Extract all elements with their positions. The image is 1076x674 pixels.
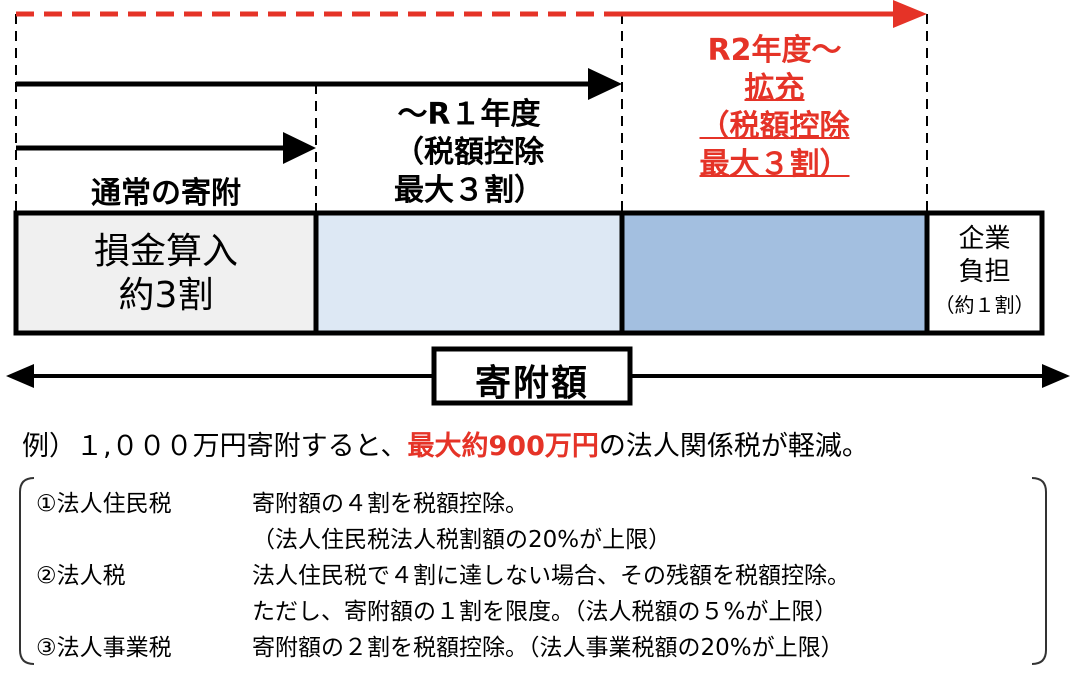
note-row-5: ③法人事業税 寄附額の２割を税額控除。（法人事業税額の20%が上限） xyxy=(36,628,844,662)
company-burden-text: 企業 負担 （約１割） xyxy=(927,223,1042,322)
company-line3: （約１割） xyxy=(934,293,1035,317)
note-row-4: ただし、寄附額の１割を限度。（法人税額の５%が上限） xyxy=(252,592,837,626)
r2-label-line3: （税額控除 xyxy=(699,109,850,144)
total-donation-label: 寄附額 xyxy=(474,363,589,404)
loss-line1: 損金算入 xyxy=(93,231,238,272)
r1-label-line2: （税額控除 xyxy=(394,135,544,170)
note-desc-4: ただし、寄附額の１割を限度。（法人税額の５%が上限） xyxy=(252,599,838,625)
r1-arrow-head xyxy=(588,68,622,100)
r2-period-label: R2年度～ 拡充 （税額控除 最大３割） xyxy=(622,32,927,184)
note-row-1: ①法人住民税 寄附額の４割を税額控除。 xyxy=(36,484,528,518)
total-arrow-head-left xyxy=(6,364,34,388)
notes-bracket-left xyxy=(19,477,35,665)
example-highlight: 最大約900万円 xyxy=(407,431,599,462)
total-label-box xyxy=(431,346,633,406)
note-desc-5: 寄附額の２割を税額控除。（法人事業税額の20%が上限） xyxy=(252,635,844,661)
normal-donation-label: 通常の寄附 xyxy=(91,176,241,211)
example-suffix: の法人関係税が軽減。 xyxy=(598,431,869,462)
note-tax-5: ③法人事業税 xyxy=(36,635,172,661)
r2-label-line4: 最大３割） xyxy=(699,147,850,182)
r1-label-line1: ～R１年度 xyxy=(397,97,541,132)
company-line2: 負担 xyxy=(958,257,1011,287)
bar-r2-cell xyxy=(619,210,930,336)
r2-label-line1: R2年度～ xyxy=(707,33,842,68)
notes-bracket-right xyxy=(1031,477,1047,665)
bar-company-cell xyxy=(924,210,1045,336)
loss-deduction-text: 損金算入 約3割 xyxy=(16,230,316,318)
r2-arrow-head xyxy=(893,0,927,28)
note-tax-1: ①法人住民税 xyxy=(36,491,172,517)
bar-r1-cell xyxy=(313,210,625,336)
example-sentence: 例）１,０００万円寄附すると、最大約900万円の法人関係税が軽減。 xyxy=(22,424,869,463)
bar-loss-cell xyxy=(13,210,319,336)
normal-arrow-head xyxy=(283,132,316,164)
note-row-3: ②法人税 法人住民税で４割に達しない場合、その残額を税額控除。 xyxy=(36,556,850,590)
r1-period-label: ～R１年度 （税額控除 最大３割） xyxy=(316,96,622,210)
note-desc-2: （法人住民税法人税割額の20%が上限） xyxy=(252,527,672,553)
r1-label-line3: 最大３割） xyxy=(394,173,544,208)
note-desc-1: 寄附額の４割を税額控除。 xyxy=(252,491,528,517)
example-prefix: 例）１,０００万円寄附すると、 xyxy=(22,431,408,462)
loss-line2: 約3割 xyxy=(118,275,214,316)
note-desc-3: 法人住民税で４割に達しない場合、その残額を税額控除。 xyxy=(252,563,850,589)
total-arrow-head-right xyxy=(1042,364,1070,388)
note-row-2: （法人住民税法人税割額の20%が上限） xyxy=(252,520,671,554)
r2-label-line2: 拡充 xyxy=(744,71,805,106)
company-line1: 企業 xyxy=(958,224,1011,254)
note-tax-3: ②法人税 xyxy=(36,563,126,589)
